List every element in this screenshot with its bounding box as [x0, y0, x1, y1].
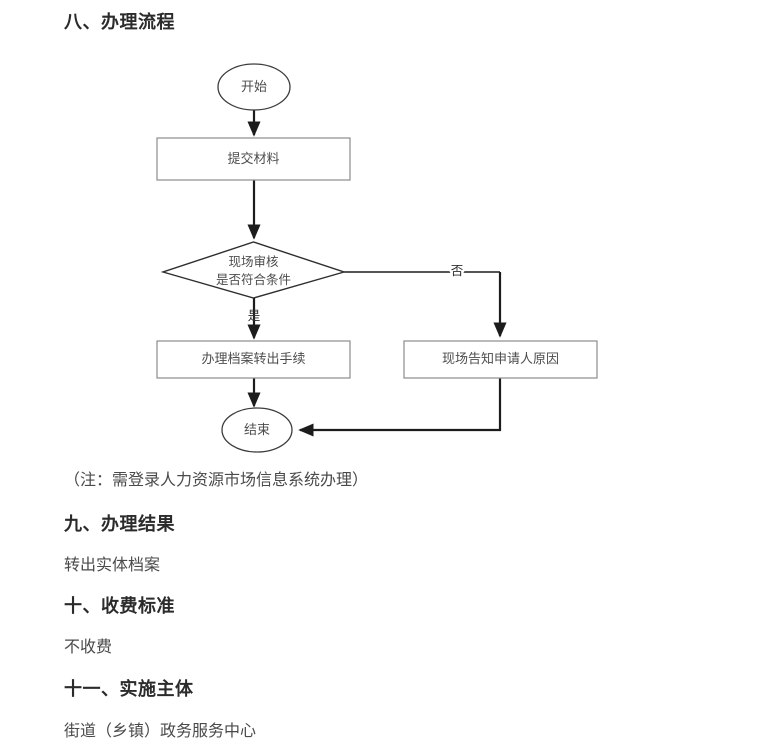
transfer-label: 办理档案转出手续: [201, 351, 305, 366]
section-heading-subject: 十一、实施主体: [64, 679, 194, 699]
submit-box-shape: [156, 137, 351, 181]
review-label-line1: 现场审核: [228, 254, 279, 269]
flow-node-review: 现场审核 是否符合条件: [160, 241, 347, 299]
inform-box-shape: [403, 340, 598, 379]
section-heading-fee: 十、收费标准: [64, 596, 175, 616]
section-heading-process: 八、办理流程: [64, 12, 175, 32]
start-label: 开始: [241, 79, 267, 94]
flow-node-submit: 提交材料: [156, 137, 351, 181]
inform-label: 现场告知申请人原因: [442, 351, 559, 366]
flow-node-inform: 现场告知申请人原因: [403, 340, 598, 379]
edge-label-yes: 是: [248, 309, 261, 323]
review-diamond-shape: [160, 241, 347, 299]
transfer-box-shape: [156, 340, 351, 379]
edge-inform-to-end: [298, 378, 502, 437]
end-label: 结束: [244, 422, 270, 437]
section-text-result: 转出实体档案: [64, 557, 161, 574]
end-ellipse-shape: [221, 407, 293, 453]
edge-label-no: 否: [451, 264, 464, 278]
review-label-line2: 是否符合条件: [216, 272, 291, 287]
flow-node-start: 开始: [217, 63, 291, 111]
flow-node-transfer: 办理档案转出手续: [156, 340, 351, 379]
process-flowchart: 开始 提交材料 现场审核 是否符合条件 是 否 办理档案转出手续: [0, 40, 772, 460]
section-heading-result: 九、办理结果: [64, 514, 175, 534]
start-ellipse-shape: [217, 63, 291, 111]
flow-node-end: 结束: [221, 407, 293, 453]
section-text-subject: 街道（乡镇）政务服务中心: [64, 723, 257, 740]
flowchart-note: （注：需登录人力资源市场信息系统办理）: [64, 472, 369, 489]
section-text-fee: 不收费: [64, 639, 113, 656]
submit-label: 提交材料: [227, 151, 279, 166]
